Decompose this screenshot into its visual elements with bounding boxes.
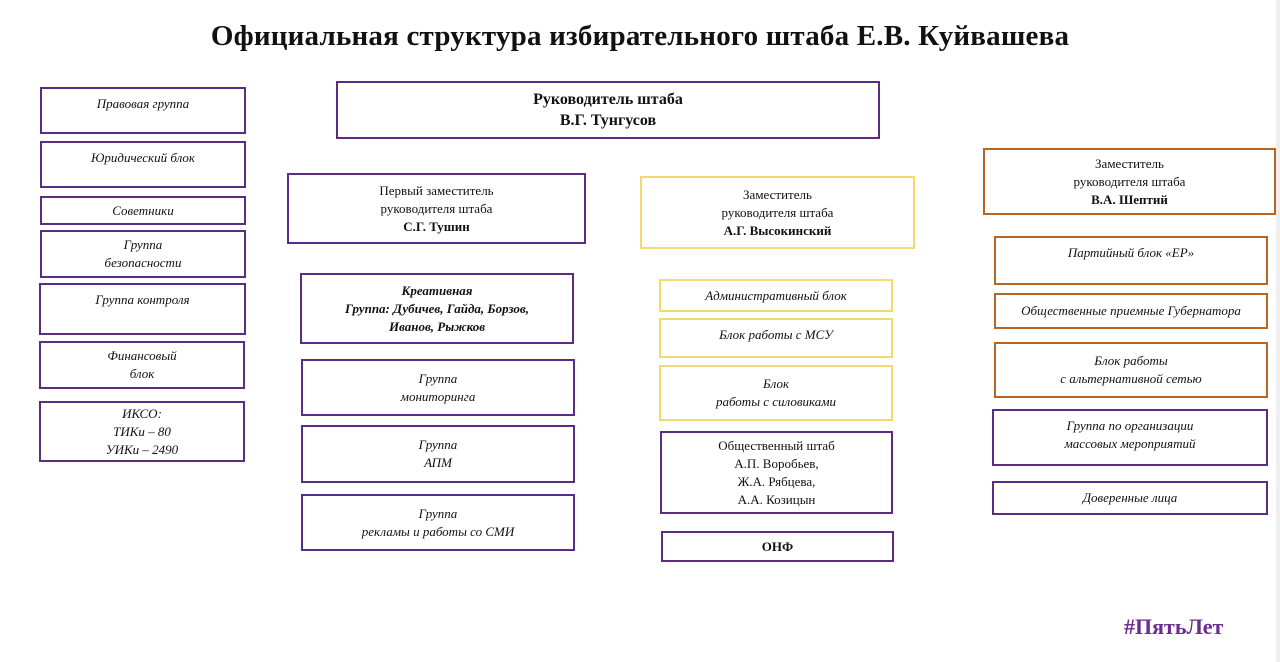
trusted-persons-label: Доверенные лица [1082,490,1178,505]
onf-label: ОНФ [761,538,794,554]
trusted-persons-box: Доверенные лица [992,481,1268,515]
security-forces-block-box: Блок работы с силовиками [659,365,893,421]
monitoring-group-box: Группа мониторинга [301,359,575,416]
apm-group-label: Группа АПМ [418,437,458,470]
deputy-center-box: Заместитель руководителя штаба А.Г. Высо… [640,176,915,249]
right-edge-strip [1276,0,1280,662]
deputy-right-title: Заместитель руководителя штаба [1073,155,1186,189]
public-hq-label: Общественный штаб А.П. Воробьев, Ж.А. Ря… [718,437,835,507]
page-title: Официальная структура избирательного шта… [210,20,1070,52]
left-box-control-group: Группа контроля [39,283,246,335]
left-box-security-group: Группа безопасности [40,230,246,278]
head-of-staff-title: Руководитель штаба [533,91,683,108]
left-box-label: Правовая группа [96,96,190,111]
left-box-label: Советники [112,202,174,218]
party-block-label: Партийный блок «ЕР» [1067,245,1195,260]
deputy-right-box: Заместитель руководителя штаба В.А. Шепт… [983,148,1276,215]
admin-block-label: Административный блок [705,287,847,303]
first-deputy-box: Первый заместитель руководителя штаба С.… [287,173,586,244]
first-deputy-name: С.Г. Тушин [403,218,470,234]
deputy-right-name: В.А. Шептий [1091,191,1168,207]
party-block-box: Партийный блок «ЕР» [994,236,1268,285]
public-hq-box: Общественный штаб А.П. Воробьев, Ж.А. Ря… [660,431,893,514]
public-receptions-box: Общественные приемные Губернатора [994,293,1268,329]
left-box-juridical-block: Юридический блок [40,141,246,188]
left-box-label: Группа безопасности [104,237,182,270]
left-box-label: Финансовый блок [107,348,177,381]
left-box-legal-group: Правовая группа [40,87,246,134]
hashtag-watermark: #ПятьЛет [1124,614,1224,639]
alt-network-block-box: Блок работы с альтернативной сетью [994,342,1268,398]
left-box-label: Юридический блок [90,150,196,165]
public-receptions-label: Общественные приемные Губернатора [1021,303,1241,318]
admin-block-box: Административный блок [659,279,893,312]
creative-group-label: Креативная Группа: Дубичев, Гайда, Борзо… [345,282,529,334]
creative-group-box: Креативная Группа: Дубичев, Гайда, Борзо… [300,273,574,344]
msu-block-label: Блок работы с МСУ [719,327,833,342]
monitoring-group-label: Группа мониторинга [400,370,476,404]
left-box-iksso: ИКСО: ТИКи – 80 УИКи – 2490 [39,401,245,462]
mass-events-group-label: Группа по организации массовых мероприят… [1064,418,1196,451]
head-of-staff-name: В.Г. Тунгусов [559,112,657,129]
left-box-label: ИКСО: ТИКи – 80 УИКи – 2490 [105,405,179,457]
mass-events-group-box: Группа по организации массовых мероприят… [992,409,1268,466]
ads-media-group-box: Группа рекламы и работы со СМИ [301,494,575,551]
msu-block-box: Блок работы с МСУ [659,318,893,358]
head-of-staff-box: Руководитель штаба В.Г. Тунгусов [336,81,880,139]
alt-network-block-label: Блок работы с альтернативной сетью [1060,353,1202,386]
deputy-center-name: А.Г. Высокинский [723,222,832,238]
left-box-advisors: Советники [40,196,246,225]
left-box-financial-block: Финансовый блок [39,341,245,389]
onf-box: ОНФ [661,531,894,562]
left-box-label: Группа контроля [95,292,190,307]
deputy-center-title: Заместитель руководителя штаба [721,186,834,220]
security-forces-block-label: Блок работы с силовиками [715,376,837,409]
first-deputy-title: Первый заместитель руководителя штаба [379,182,494,216]
ads-media-group-label: Группа рекламы и работы со СМИ [361,505,515,539]
apm-group-box: Группа АПМ [301,425,575,483]
